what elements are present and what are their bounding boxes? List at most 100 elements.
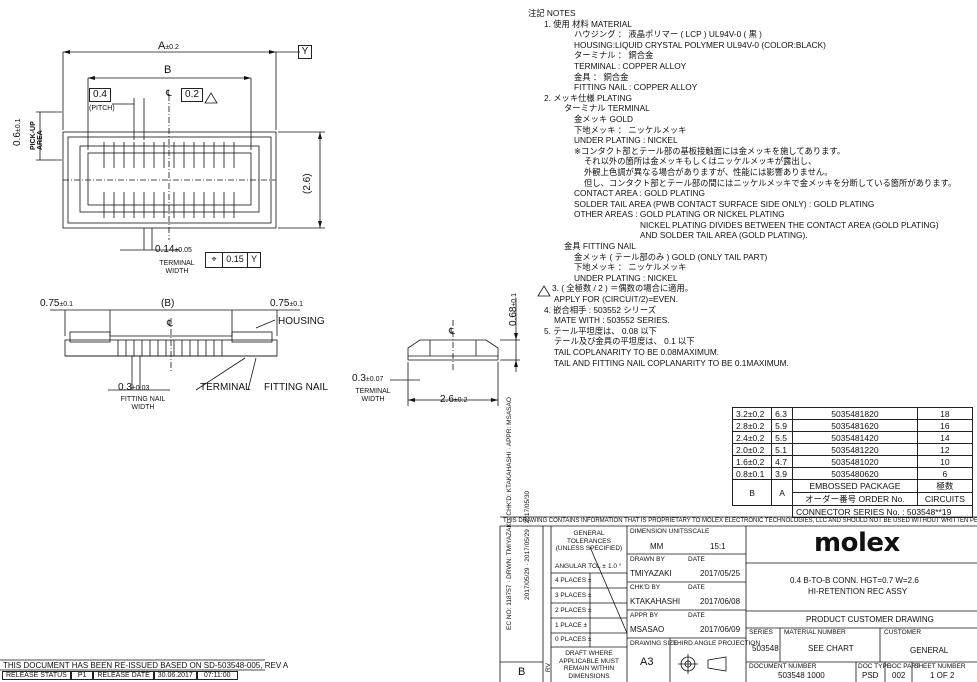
side-term-width-dim: 0.3±0.07 xyxy=(352,373,383,384)
note-line: 金メッキ ( テール部のみ ) GOLD (ONLY TAIL PART) xyxy=(574,251,768,262)
pickup-area-label: PICK-UP AREA xyxy=(30,121,44,150)
cell-b: 0.8±0.1 xyxy=(731,467,773,480)
position-datum: Y xyxy=(250,254,257,264)
checked-label: CHK'D BY xyxy=(630,584,661,591)
tolerance-02-box: 0.2 xyxy=(181,88,203,102)
drawn-date: 2017/05/25 xyxy=(700,569,741,578)
notes-block: 注記 NOTES 1. 使用 材料 MATERIAL ハウジング ： 液晶ポリマ… xyxy=(528,8,956,368)
doc-type-label: DOC TYPE xyxy=(858,663,892,670)
dim-units: MM xyxy=(650,542,664,551)
places-4: 4 PLACES ± xyxy=(555,577,592,584)
nail-width-dim: 0.3±0.03 xyxy=(118,382,149,393)
doc-part: 002 xyxy=(892,671,906,680)
centerline-mark: ℄ xyxy=(167,318,173,328)
pickup-tol: ±0.1 xyxy=(15,118,22,133)
note-line: 金具 FITTING NAIL xyxy=(564,241,636,252)
pickup-value: 0.6 xyxy=(12,132,23,146)
note-line: ターミナル ： 銅合金 xyxy=(574,50,654,61)
release-status-row: RELEASE STATUS P1 RELEASE DATE 30.06.201… xyxy=(2,671,238,680)
order-header: オーダー番号 ORDER No. xyxy=(792,492,918,506)
cell-order: 5035481420 xyxy=(792,431,918,444)
note-line: 但し、コンタクト部とテール部の間にはニッケルメッキで金メッキを分断している箇所が… xyxy=(584,177,957,188)
projection-label: THIRD ANGLE PROJECTION xyxy=(673,640,761,647)
table-row: CONNECTOR SERIES No. : 503548**19 xyxy=(733,505,973,518)
cell-a: 6.3 xyxy=(771,407,794,420)
cell-circuits: 12 xyxy=(916,443,974,456)
dim-a-value: A xyxy=(158,40,166,52)
front-left-dim: 0.75±0.1 xyxy=(40,298,73,309)
front-left-value: 0.75 xyxy=(40,298,60,309)
rev-side-label: RV xyxy=(545,663,552,672)
note-line: 下地メッキ ： ニッケルメッキ xyxy=(574,262,687,273)
approved-date: 2017/06/09 xyxy=(700,625,741,634)
note-line: AND SOLDER TAIL AREA (GOLD PLATING). xyxy=(640,230,808,241)
revision-letter: B xyxy=(518,666,526,678)
circuits-header: CIRCUITS xyxy=(916,492,974,506)
note-line: MATE WITH : 503552 SERIES. xyxy=(554,315,670,326)
checked-date: 2017/06/08 xyxy=(700,597,741,606)
doc-number: 503548 1000 xyxy=(778,671,825,680)
note-triangle-icon xyxy=(204,92,218,104)
third-angle-projection-icon xyxy=(678,654,727,674)
kyokusu-header: 極数 xyxy=(916,479,974,493)
nail-width-tol: ±0.03 xyxy=(131,385,150,392)
vertical-dates: 2017/05/29 · 2017/05/29 · 2017/05/30 xyxy=(524,490,531,600)
approved-by: MSASAO xyxy=(630,625,665,634)
pickup-dim: 0.6±0.1 xyxy=(12,119,23,146)
side-term-width-value: 0.3 xyxy=(352,373,366,384)
doc-number-label: DOCUMENT NUMBER xyxy=(749,663,817,670)
note-line: UNDER PLATING : NICKEL xyxy=(574,272,678,283)
angular-tol-label: ANGULAR TOL ± xyxy=(555,563,606,570)
places-1: 1 PLACE ± xyxy=(555,622,588,629)
side-depth-value: 2.6 xyxy=(440,394,454,405)
proprietary-notice: THIS DRAWING CONTAINS INFORMATION THAT I… xyxy=(503,518,977,524)
drawn-by-label: DRAWN BY xyxy=(630,556,665,563)
note-line: APPLY FOR (CIRCUIT/2)=EVEN. xyxy=(554,294,678,305)
note-line: 金具 ： 銅合金 xyxy=(574,71,629,82)
side-view-body xyxy=(407,339,499,361)
note-line: テール及び金具の平坦度は、 0.1 以下 xyxy=(554,336,695,347)
note-line: 外観上色調が異なる場合がありますが、性能には影響ありません。 xyxy=(584,166,833,177)
dim-units-label: DIMENSION UNITS xyxy=(630,528,689,535)
note-line: 下地メッキ ： ニッケルメッキ xyxy=(574,124,687,135)
series-label: SERIES xyxy=(749,629,773,636)
doc-type: PSD xyxy=(862,671,879,680)
date-label: DATE xyxy=(688,612,705,619)
date-label: DATE xyxy=(688,556,705,563)
nail-width-label: FITTING NAIL WIDTH xyxy=(120,396,166,411)
side-depth-tol: ±0.2 xyxy=(453,397,468,404)
date-label: DATE xyxy=(688,584,705,591)
release-status: P1 xyxy=(70,671,94,680)
cell-a: 5.1 xyxy=(771,443,794,456)
release-date: 30.06.2017 xyxy=(153,671,197,680)
customer-label: CUSTOMER xyxy=(884,629,922,636)
header-b: B xyxy=(731,479,773,506)
note-line: OTHER AREAS : GOLD PLATING OR NICKEL PLA… xyxy=(574,209,785,220)
cell-circuits: 16 xyxy=(916,419,974,432)
cell-order: 5035481620 xyxy=(792,419,918,432)
note-line: 3. ( 全極数 / 2 ) ＝偶数の場合に適用。 xyxy=(552,283,694,294)
side-height-value: 0.68 xyxy=(508,306,519,326)
pitch-label: (PITCH) xyxy=(89,105,115,112)
doc-part-label: DOC PART xyxy=(887,663,920,670)
places-3: 3 PLACES ± xyxy=(555,592,592,599)
centerline-mark: ℄ xyxy=(166,88,172,98)
cell-b: 1.6±0.2 xyxy=(731,455,773,468)
notes-heading: 注記 NOTES xyxy=(528,8,576,18)
note-line: 2. メッキ仕様 PLATING xyxy=(544,92,632,103)
cell-a: 4.7 xyxy=(771,455,794,468)
note-line: 金メッキ GOLD xyxy=(574,113,634,124)
note-line: CONTACT AREA : GOLD PLATING xyxy=(574,188,705,199)
note-line: 5. テール平坦度は、 0.08 以下 xyxy=(544,325,657,336)
header-a: A xyxy=(771,479,794,506)
cell-b: 3.2±0.2 xyxy=(731,407,773,420)
note-line: SOLDER TAIL AREA (PWB CONTACT SURFACE SI… xyxy=(574,198,875,209)
connector-series: CONNECTOR SERIES No. : 503548**19 xyxy=(792,505,973,518)
note-line: ハウジング ： 液晶ポリマー ( LCP ) UL94V-0 ( 黒 ) xyxy=(574,29,762,40)
